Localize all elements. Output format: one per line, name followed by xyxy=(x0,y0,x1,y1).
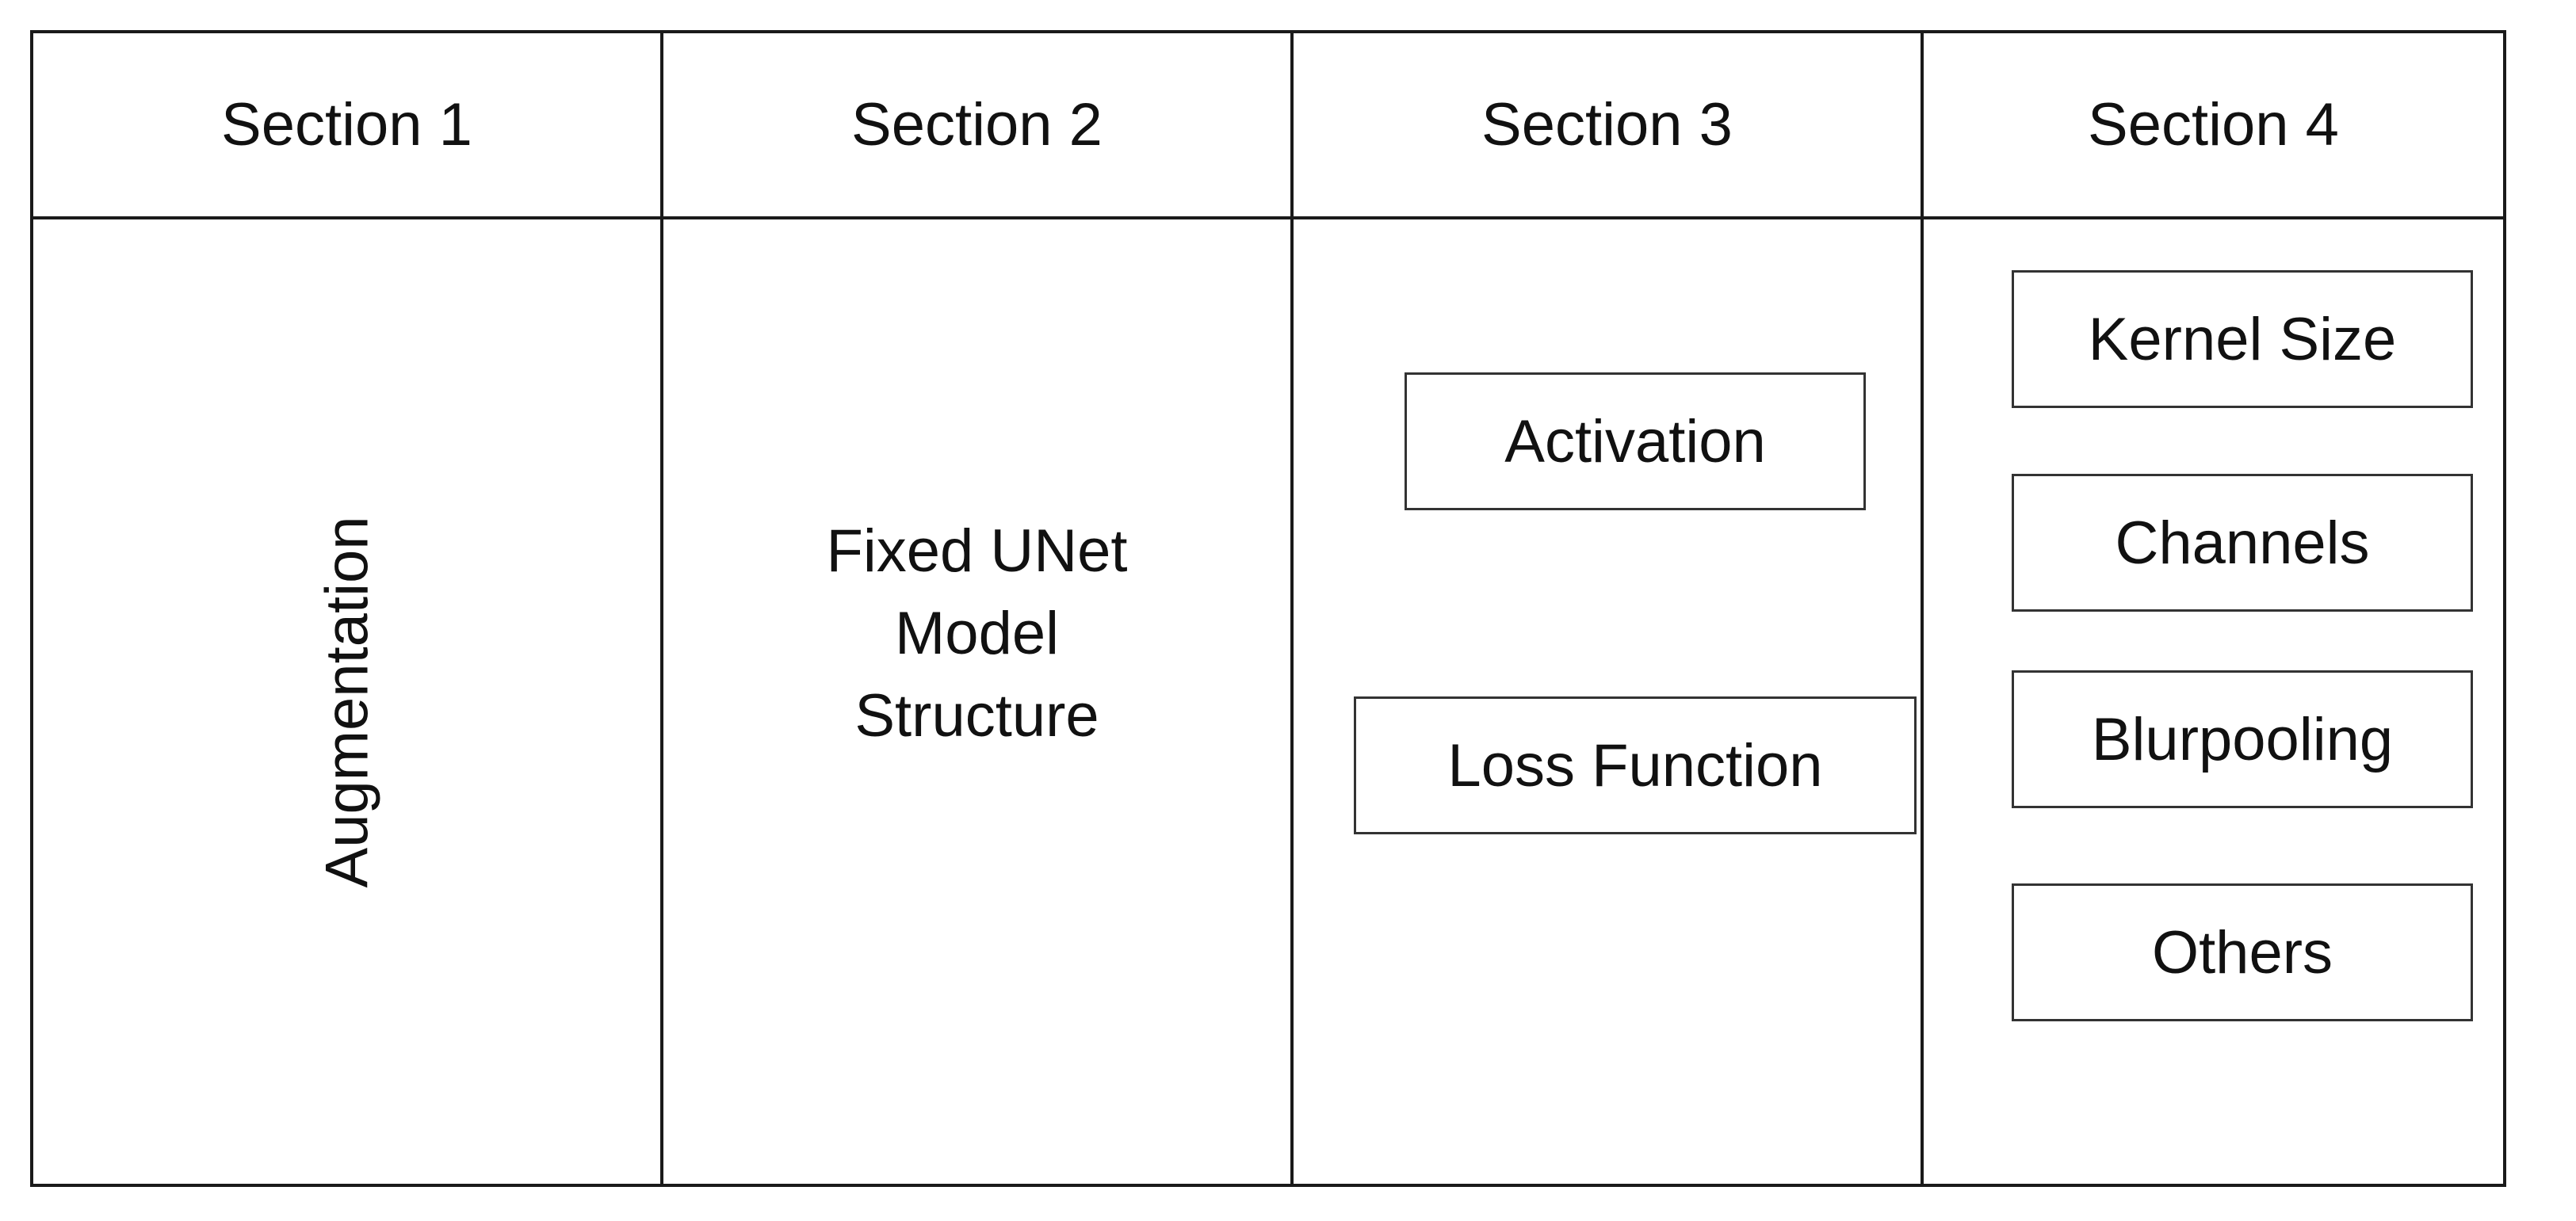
model-structure-line-3: Structure xyxy=(854,682,1099,750)
activation-box: Activation xyxy=(1405,372,1866,510)
section-2-header: Section 2 xyxy=(851,91,1103,158)
model-structure-line-2: Model xyxy=(895,600,1059,668)
others-box: Others xyxy=(2012,883,2473,1021)
model-structure-line-1: Fixed UNet xyxy=(826,517,1128,586)
channels-box: Channels xyxy=(2012,474,2473,612)
header-divider xyxy=(33,216,2503,219)
model-structure-label: Fixed UNet Model Structure xyxy=(663,510,1290,757)
column-divider-1 xyxy=(660,33,663,1184)
kernel-size-box: Kernel Size xyxy=(2012,270,2473,408)
blurpooling-box: Blurpooling xyxy=(2012,670,2473,808)
sections-table: Section 1 Section 2 Section 3 Section 4 … xyxy=(30,30,2506,1187)
section-3-body: Activation Loss Function xyxy=(1294,219,1921,1184)
section-1-header: Section 1 xyxy=(221,91,472,158)
section-1-body: Augmentation xyxy=(33,219,660,1184)
section-4-body: Kernel Size Channels Blurpooling Others xyxy=(1924,219,2503,1184)
column-divider-3 xyxy=(1921,33,1924,1184)
section-4-header: Section 4 xyxy=(2088,91,2339,158)
column-divider-2 xyxy=(1290,33,1294,1184)
section-2-body: Fixed UNet Model Structure xyxy=(663,219,1290,1184)
section-3-header: Section 3 xyxy=(1481,91,1733,158)
augmentation-label: Augmentation xyxy=(313,516,380,887)
loss-function-box: Loss Function xyxy=(1354,696,1917,834)
